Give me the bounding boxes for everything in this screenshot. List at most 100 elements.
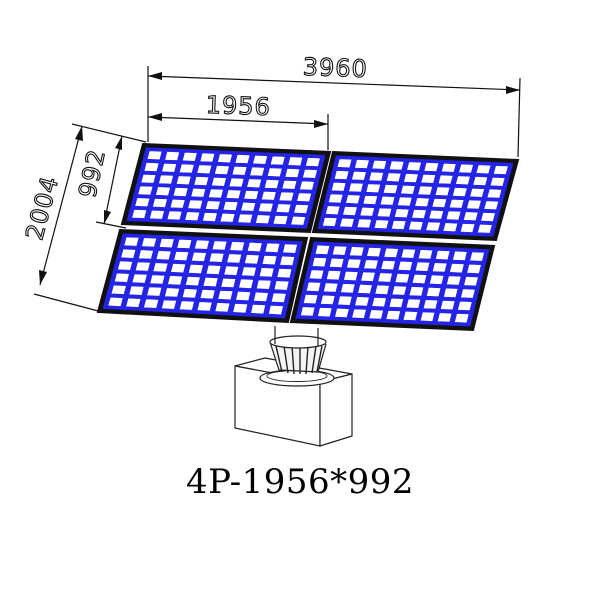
panel-cell xyxy=(371,297,387,308)
ext-line-height-bottom xyxy=(33,293,103,313)
mount-ribs xyxy=(275,345,323,375)
panel-cell xyxy=(184,211,201,222)
panel-cell xyxy=(417,185,433,196)
panel-cell xyxy=(185,276,201,287)
panel-cell xyxy=(187,199,204,210)
panel-cell xyxy=(426,286,442,298)
panel-cell xyxy=(182,151,198,162)
panel-cell xyxy=(356,218,372,229)
panel-cell xyxy=(134,261,151,272)
panel-cell xyxy=(308,269,325,280)
panel-cell xyxy=(138,249,154,260)
panel-cell xyxy=(414,197,430,208)
panel-cell xyxy=(228,177,245,188)
dim-arrow-panel-height-top xyxy=(115,136,122,150)
panel-cell xyxy=(486,188,503,199)
panel-cell xyxy=(140,173,157,184)
dim-line-panel-width xyxy=(147,116,329,125)
panel-cell xyxy=(264,179,280,189)
panel-cell xyxy=(469,187,485,198)
panel-cell xyxy=(107,296,124,307)
dim-arrow-total-width-right xyxy=(506,86,520,94)
panel-cell xyxy=(385,172,402,183)
panel-cell xyxy=(394,273,410,284)
panel-cell xyxy=(376,207,393,218)
panel-cell xyxy=(435,250,451,261)
panel-cell xyxy=(445,210,462,221)
panel-cell xyxy=(178,163,195,174)
panel-cell xyxy=(143,162,160,172)
panel-cell xyxy=(383,247,399,258)
panel-cell xyxy=(419,311,436,322)
dimension-annotations: 3960 1956 2004 992 xyxy=(20,52,521,313)
panel-cell xyxy=(400,184,416,195)
panel-cell xyxy=(191,251,207,262)
panel-cell xyxy=(469,251,485,262)
panel-cell xyxy=(268,304,284,316)
panel-cell xyxy=(391,285,407,296)
panel-cell xyxy=(477,223,493,234)
panel-cell xyxy=(152,198,168,208)
panel-cell xyxy=(158,238,175,249)
panel-cell xyxy=(463,211,479,222)
panel-cell xyxy=(176,238,193,249)
panel-cell xyxy=(463,276,479,287)
model-caption: 4P-1956*992 xyxy=(185,462,415,502)
panel-cell xyxy=(305,281,322,292)
solar-panel-array xyxy=(96,142,520,332)
panel-cell xyxy=(161,299,177,310)
panel-cell xyxy=(359,206,375,217)
panel-cell xyxy=(325,205,341,216)
panel-cell xyxy=(225,189,242,200)
panel-cell xyxy=(452,250,468,261)
dim-arrow-total-height-bottom xyxy=(39,270,47,285)
panel-cell xyxy=(208,252,225,263)
dim-line-panel-height xyxy=(103,135,123,225)
panel-cell xyxy=(211,240,228,251)
panel-cell xyxy=(149,274,166,285)
panel-cell xyxy=(232,303,249,314)
panel-cell xyxy=(155,250,172,261)
base-block-side xyxy=(319,373,353,447)
panel-cell xyxy=(188,263,204,275)
panel-cell xyxy=(345,194,361,205)
panel-cell xyxy=(211,176,227,187)
panel-cell xyxy=(290,215,306,226)
panel-cell xyxy=(196,164,213,175)
panel-cell xyxy=(329,257,345,268)
panel-cell xyxy=(366,247,382,258)
panel-cell xyxy=(281,179,298,190)
panel-cell xyxy=(408,220,424,231)
panel-cell xyxy=(235,290,251,302)
panel-cell xyxy=(466,263,482,274)
panel-cell xyxy=(420,173,436,184)
panel-cell xyxy=(158,174,174,185)
dim-label-total-width: 3960 xyxy=(302,53,368,83)
panel-cell xyxy=(273,280,290,291)
panel-cell xyxy=(357,283,373,295)
panel-cell xyxy=(229,241,245,252)
panel-cell xyxy=(196,301,213,312)
panel-cell xyxy=(440,300,456,311)
panel-cell xyxy=(125,297,142,308)
panel-cell xyxy=(388,160,405,171)
panel-cell xyxy=(349,246,365,257)
panel-cell xyxy=(279,255,295,266)
dim-arrow-panel-width-right xyxy=(314,120,328,128)
panel-cell xyxy=(134,197,151,208)
panel-cell xyxy=(287,156,304,167)
panel-cell xyxy=(164,287,180,298)
panel-cell xyxy=(368,171,384,182)
panel-cell xyxy=(423,162,440,172)
panel-cell xyxy=(250,304,266,315)
panel-cell xyxy=(270,292,287,303)
panel-cell xyxy=(166,210,183,221)
panel-cell xyxy=(161,162,177,173)
panel-cell xyxy=(334,307,350,318)
panel-cell xyxy=(269,155,286,166)
panel-cell xyxy=(231,165,248,176)
panel-cell xyxy=(293,204,309,214)
panel-cell xyxy=(208,188,224,199)
panel-cell xyxy=(406,161,422,172)
panel-cell xyxy=(110,284,127,295)
